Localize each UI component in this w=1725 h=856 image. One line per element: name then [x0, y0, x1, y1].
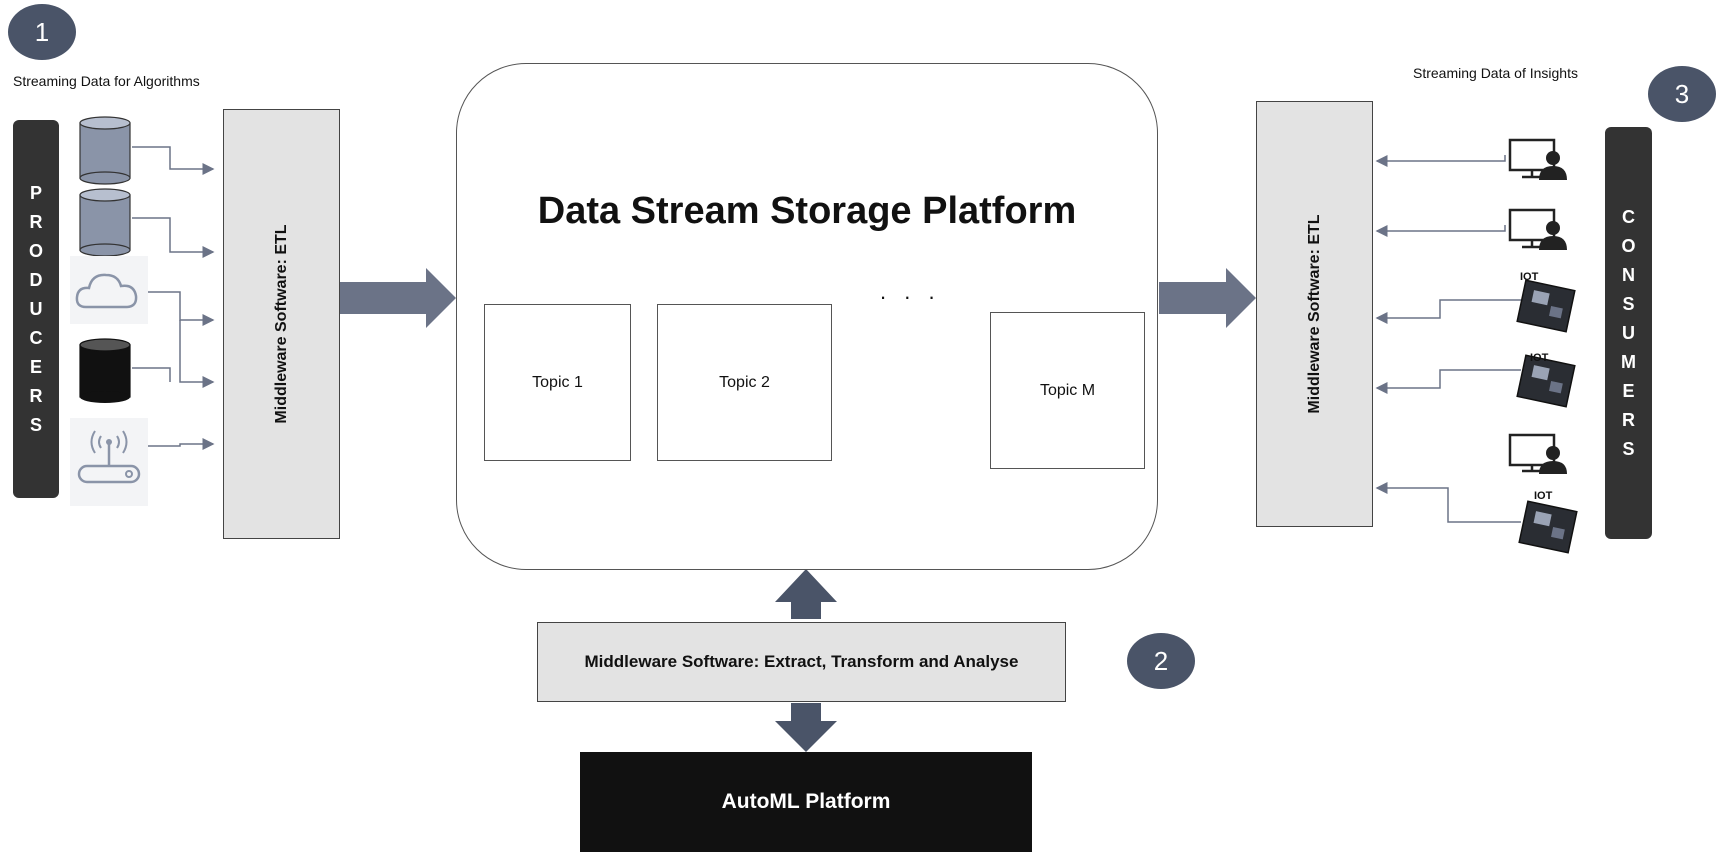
- bidirectional-arrow-up: [775, 569, 837, 619]
- consumers-letter: O: [1621, 235, 1636, 256]
- topic-box-1: Topic 1: [484, 304, 631, 461]
- etl-to-platform-arrow: [340, 268, 456, 328]
- bidirectional-arrow-down: [775, 703, 837, 752]
- producers-letter: S: [29, 414, 42, 435]
- consumers-letter: S: [1622, 438, 1635, 459]
- database-icon: [79, 188, 131, 257]
- automl-platform: AutoML Platform: [580, 752, 1032, 852]
- producers-letter: E: [29, 356, 42, 377]
- iot-board-icon: [1516, 279, 1576, 333]
- producers-letter: C: [29, 327, 43, 348]
- user-monitor-icon: [1508, 433, 1567, 474]
- step-badge-3: 3: [1648, 66, 1716, 122]
- bottom-middleware-panel: Middleware Software: Extract, Transform …: [537, 622, 1066, 702]
- consumers-letter: U: [1622, 322, 1635, 343]
- producers-letter: O: [28, 240, 43, 261]
- producers-letter: R: [29, 211, 43, 232]
- consumers-letter: N: [1622, 264, 1635, 285]
- consumers-letter: S: [1622, 293, 1635, 314]
- step-badge-2: 2: [1127, 633, 1195, 689]
- consumers-letter: C: [1622, 206, 1635, 227]
- producers-letter: U: [29, 298, 43, 319]
- iot-label: IOT: [1530, 352, 1549, 364]
- iot-label: IOT: [1534, 490, 1553, 502]
- router-icon: [70, 418, 148, 506]
- platform-title: Data Stream Storage Platform: [537, 190, 1077, 232]
- producer-connectors: [132, 146, 215, 450]
- producers-letter: R: [29, 385, 43, 406]
- iot-board-icon: [1516, 354, 1576, 408]
- platform-to-etl-arrow: [1159, 268, 1256, 328]
- iot-label: IOT: [1520, 271, 1539, 283]
- user-monitor-icon: [1508, 138, 1567, 180]
- consumers-letter: R: [1622, 409, 1635, 430]
- producers-letter: P: [29, 182, 42, 203]
- consumer-connectors: [1375, 155, 1521, 523]
- right-etl-panel: Middleware Software: ETL: [1256, 101, 1373, 527]
- topic-ellipsis: . . .: [880, 279, 941, 304]
- user-monitor-icon: [1508, 208, 1567, 250]
- iot-board-icon: [1518, 500, 1578, 554]
- cloud-icon: [70, 256, 148, 324]
- producers-letter: D: [29, 269, 43, 290]
- database-icon: [79, 116, 131, 185]
- database-icon: [79, 338, 131, 403]
- consumers-letter: M: [1621, 351, 1636, 372]
- consumers-letter: E: [1622, 380, 1635, 401]
- topic-box-2: Topic 2: [657, 304, 832, 461]
- consumers-bar: C O N S U M E R S: [1605, 127, 1652, 539]
- left-caption: Streaming Data for Algorithms: [13, 73, 200, 89]
- producers-bar: P R O D U C E R S: [13, 120, 59, 498]
- topic-box-m: Topic M: [990, 312, 1145, 469]
- right-caption: Streaming Data of Insights: [1413, 65, 1578, 81]
- left-etl-panel: Middleware Software: ETL: [223, 109, 340, 539]
- step-badge-1: 1: [8, 4, 76, 60]
- data-stream-storage-platform: Data Stream Storage Platform Topic 1 Top…: [456, 63, 1158, 570]
